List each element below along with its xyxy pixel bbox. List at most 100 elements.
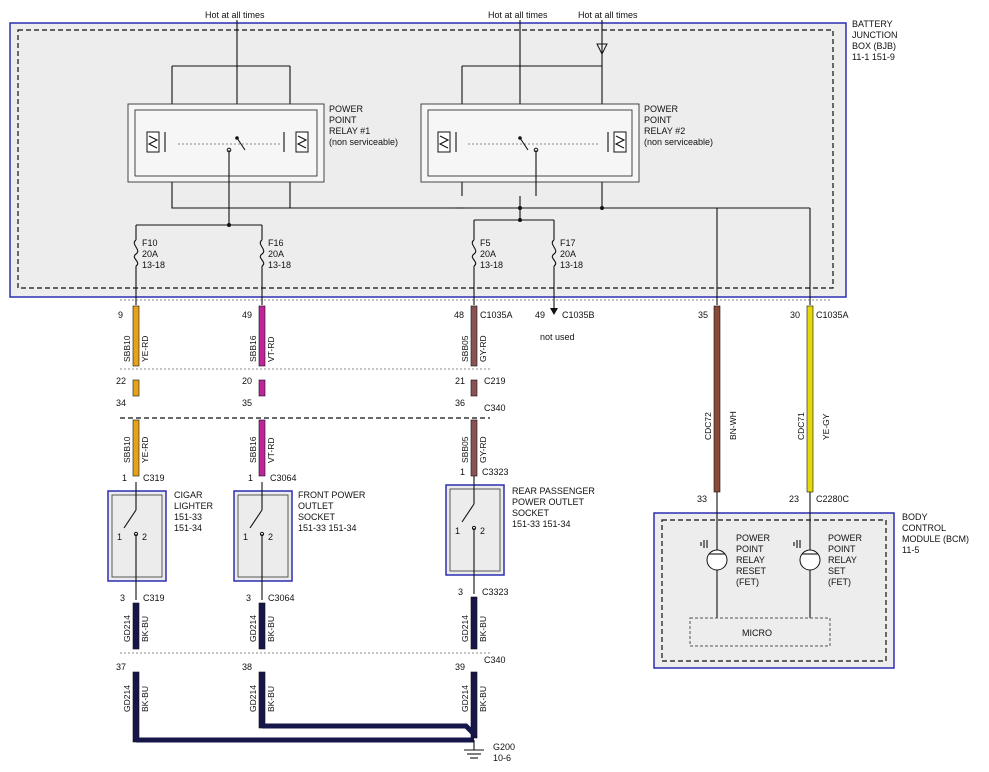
c340-connector: 34 35 36 C340 xyxy=(116,398,506,419)
svg-text:13-18: 13-18 xyxy=(142,260,165,270)
wire-sbb10-lower: SBB10 YE-RD xyxy=(122,419,150,477)
svg-text:C1035A: C1035A xyxy=(480,310,513,320)
cigar-lighter: 1 2 CIGAR LIGHTER 151-33 151-34 xyxy=(107,482,214,600)
wire-cdc72: CDC72 BN-WH xyxy=(703,305,738,493)
svg-text:C1035A: C1035A xyxy=(816,310,849,320)
svg-text:22: 22 xyxy=(116,376,126,386)
svg-text:34: 34 xyxy=(116,398,126,408)
socket-top-pins: 1 C319 1 C3064 1 C3323 xyxy=(122,467,509,483)
svg-text:RELAY #2: RELAY #2 xyxy=(644,126,685,136)
svg-text:C3323: C3323 xyxy=(482,467,509,477)
svg-text:20A: 20A xyxy=(142,249,158,259)
svg-text:GY-RD: GY-RD xyxy=(478,436,488,463)
wire-gd214-upper: GD214 BK-BU GD214 BK-BU GD214 BK-BU xyxy=(122,596,488,650)
svg-text:2: 2 xyxy=(480,526,485,536)
relay-output-wiring xyxy=(135,150,811,305)
svg-text:BODY: BODY xyxy=(902,512,928,522)
relay-1-label: POWER POINT RELAY #1 (non serviceable) xyxy=(329,104,398,147)
svg-text:POWER: POWER xyxy=(828,533,863,543)
svg-text:151-33 151-34: 151-33 151-34 xyxy=(512,519,571,529)
svg-text:3: 3 xyxy=(458,587,463,597)
feed-arrow xyxy=(596,43,608,56)
svg-text:13-18: 13-18 xyxy=(268,260,291,270)
relay-2-label: POWER POINT RELAY #2 (non serviceable) xyxy=(644,104,713,147)
svg-text:POWER: POWER xyxy=(736,533,771,543)
c340-lower-connector: 37 38 39 C340 xyxy=(116,652,506,672)
svg-text:20A: 20A xyxy=(480,249,496,259)
svg-text:BK-BU: BK-BU xyxy=(140,686,150,712)
fuse-f5: F5 20A 13-18 xyxy=(471,238,503,305)
svg-text:SET: SET xyxy=(828,566,846,576)
svg-text:(non serviceable): (non serviceable) xyxy=(329,137,398,147)
svg-text:BK-BU: BK-BU xyxy=(140,616,150,642)
svg-text:33: 33 xyxy=(697,494,707,504)
svg-text:151-33: 151-33 xyxy=(174,512,202,522)
svg-text:35: 35 xyxy=(698,310,708,320)
svg-text:3: 3 xyxy=(246,593,251,603)
svg-text:37: 37 xyxy=(116,662,126,672)
svg-text:9: 9 xyxy=(118,310,123,320)
wire-sbb16-upper: SBB16 VT-RD xyxy=(248,305,276,397)
svg-text:POWER OUTLET: POWER OUTLET xyxy=(512,497,585,507)
svg-text:not used: not used xyxy=(540,332,575,342)
svg-text:GY-RD: GY-RD xyxy=(478,335,488,362)
svg-text:F5: F5 xyxy=(480,238,491,248)
svg-text:39: 39 xyxy=(455,662,465,672)
svg-text:1: 1 xyxy=(455,526,460,536)
svg-text:SBB10: SBB10 xyxy=(122,436,132,463)
svg-text:30: 30 xyxy=(790,310,800,320)
front-power-outlet: 1 2 FRONT POWER OUTLET SOCKET 151-33 151… xyxy=(233,482,366,600)
svg-text:YE-RD: YE-RD xyxy=(140,437,150,463)
svg-text:C3064: C3064 xyxy=(270,473,297,483)
svg-text:1: 1 xyxy=(460,467,465,477)
svg-text:FRONT POWER: FRONT POWER xyxy=(298,490,366,500)
svg-text:GD214: GD214 xyxy=(248,685,258,712)
relay-2-contact xyxy=(519,137,529,151)
svg-text:CONTROL: CONTROL xyxy=(902,523,946,533)
svg-text:MICRO: MICRO xyxy=(742,628,772,638)
svg-text:VT-RD: VT-RD xyxy=(266,337,276,363)
c219-connector: 22 20 21 C219 xyxy=(116,368,506,386)
svg-text:YE-GY: YE-GY xyxy=(821,413,831,440)
ground-label: G200 10-6 xyxy=(493,742,515,763)
svg-text:CDC71: CDC71 xyxy=(796,412,806,440)
svg-text:151-34: 151-34 xyxy=(174,523,202,533)
svg-text:(FET): (FET) xyxy=(736,577,759,587)
svg-text:C340: C340 xyxy=(484,403,506,413)
svg-text:20A: 20A xyxy=(268,249,284,259)
body-control-module: MICRO xyxy=(653,492,895,669)
svg-text:36: 36 xyxy=(455,398,465,408)
svg-text:13-18: 13-18 xyxy=(560,260,583,270)
fuse-f16: F16 20A 13-18 xyxy=(259,238,291,305)
svg-text:POINT: POINT xyxy=(828,544,856,554)
svg-text:GD214: GD214 xyxy=(460,615,470,642)
wire-gd214-lower: GD214 BK-BU GD214 BK-BU GD214 BK-BU xyxy=(122,671,488,743)
svg-text:C219: C219 xyxy=(484,376,506,386)
hot-label-2: Hot at all times xyxy=(488,10,548,20)
svg-text:MODULE (BCM): MODULE (BCM) xyxy=(902,534,969,544)
svg-text:POINT: POINT xyxy=(644,115,672,125)
svg-text:C340: C340 xyxy=(484,655,506,665)
svg-text:C3323: C3323 xyxy=(482,587,509,597)
svg-text:VT-RD: VT-RD xyxy=(266,438,276,464)
svg-text:CDC72: CDC72 xyxy=(703,412,713,440)
fuse-f17: F17 20A 13-18 xyxy=(550,238,583,315)
svg-text:F17: F17 xyxy=(560,238,576,248)
set-fet-label: POWER POINT RELAY SET (FET) xyxy=(828,533,863,587)
ground-symbol-icon xyxy=(464,740,484,759)
svg-text:C1035B: C1035B xyxy=(562,310,595,320)
wire-sbb05-upper: SBB05 GY-RD xyxy=(460,305,488,397)
svg-text:REAR PASSENGER: REAR PASSENGER xyxy=(512,486,595,496)
svg-text:BK-BU: BK-BU xyxy=(478,686,488,712)
svg-text:RELAY: RELAY xyxy=(828,555,857,565)
svg-text:20: 20 xyxy=(242,376,252,386)
svg-text:2: 2 xyxy=(142,532,147,542)
rear-power-outlet: 1 2 REAR PASSENGER POWER OUTLET SOCKET 1… xyxy=(445,476,595,594)
svg-text:2: 2 xyxy=(268,532,273,542)
hot-label-1: Hot at all times xyxy=(205,10,265,20)
power-point-relay-1 xyxy=(127,103,325,183)
svg-text:SOCKET: SOCKET xyxy=(512,508,550,518)
svg-text:C319: C319 xyxy=(143,593,165,603)
svg-text:38: 38 xyxy=(242,662,252,672)
